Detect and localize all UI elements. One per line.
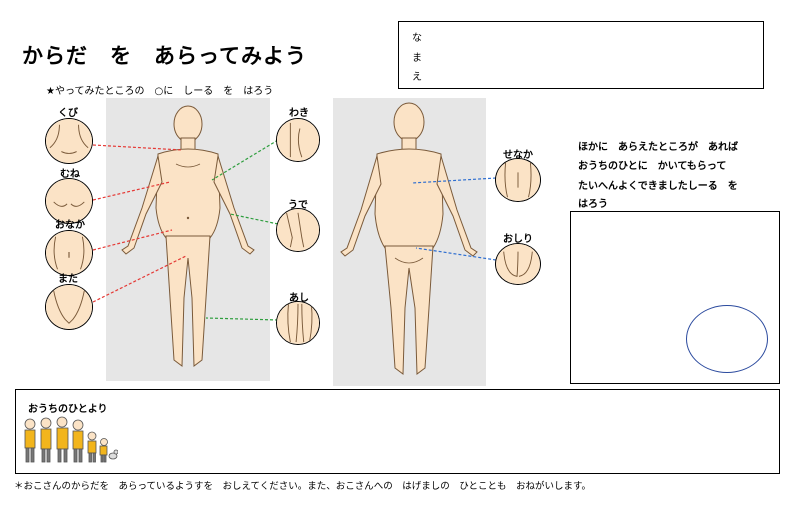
- footnote-text: ＊おこさんのからだを あらっているようすを おしえてください。また、おこさんへの…: [14, 481, 592, 492]
- onaka-icon: [46, 231, 92, 275]
- page-title: からだ を あらってみよう: [22, 44, 307, 68]
- family-illustration-icon: [24, 416, 118, 463]
- name-field[interactable]: [398, 21, 764, 89]
- back-body-figure: [340, 102, 478, 375]
- sticker-circle-mata[interactable]: [45, 284, 93, 330]
- sticker-circle-senaka[interactable]: [495, 158, 541, 202]
- mune-icon: [46, 179, 92, 223]
- label-waki: わき: [289, 108, 309, 119]
- completion-sticker-oval[interactable]: [686, 305, 768, 373]
- mata-icon: [46, 285, 92, 329]
- sticker-circle-kubi[interactable]: [45, 118, 93, 164]
- family-message-box[interactable]: [15, 389, 780, 474]
- other-places-line-1: ほかに あらえたところが あれば: [578, 142, 738, 153]
- waki-icon: [277, 119, 319, 161]
- back-body-panel: [333, 98, 486, 386]
- label-oshiri: おしり: [503, 234, 533, 245]
- family-message-label: おうちのひとより: [28, 404, 108, 415]
- other-places-line-4: はろう: [578, 199, 608, 210]
- front-body-figure: [121, 105, 255, 367]
- name-label-e: え: [412, 72, 422, 83]
- oshiri-icon: [496, 244, 540, 284]
- sticker-circle-onaka[interactable]: [45, 230, 93, 276]
- label-ude: うで: [288, 200, 308, 211]
- front-body-panel: [106, 98, 270, 381]
- other-places-line-3: たいへんよくできましたしーる を: [578, 181, 738, 192]
- senaka-icon: [496, 159, 540, 201]
- name-label-na: な: [412, 33, 422, 44]
- label-kubi: くび: [58, 108, 78, 119]
- label-ashi: あし: [289, 293, 309, 304]
- label-onaka: おなか: [55, 220, 85, 231]
- other-places-line-2: おうちのひとに かいてもらって: [578, 161, 727, 172]
- label-senaka: せなか: [503, 150, 533, 161]
- label-mune: むね: [60, 169, 80, 180]
- sticker-circle-oshiri[interactable]: [495, 243, 541, 285]
- instruction-text: ★やってみたところの ○に しーる を はろう: [46, 86, 274, 97]
- ashi-icon: [277, 302, 319, 344]
- label-mata: また: [58, 274, 78, 285]
- other-places-writing-box[interactable]: [570, 211, 780, 384]
- name-label-ma: ま: [412, 53, 422, 64]
- kubi-icon: [46, 119, 92, 163]
- sticker-circle-mune[interactable]: [45, 178, 93, 224]
- ude-icon: [277, 209, 319, 251]
- sticker-circle-waki[interactable]: [276, 118, 320, 162]
- sticker-circle-ude[interactable]: [276, 208, 320, 252]
- sticker-circle-ashi[interactable]: [276, 301, 320, 345]
